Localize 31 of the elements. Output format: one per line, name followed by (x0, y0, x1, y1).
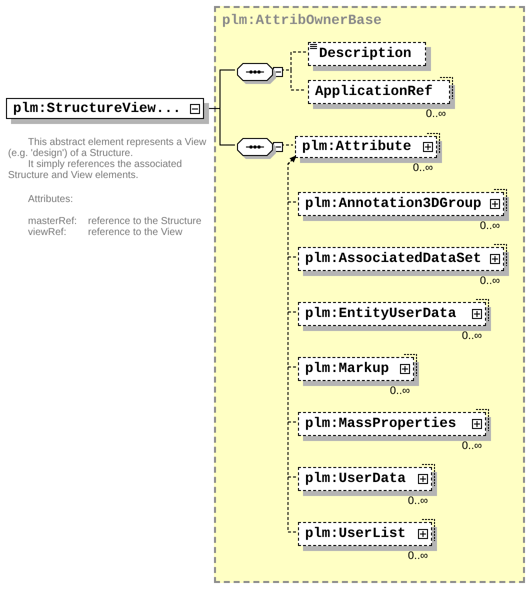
group-box (214, 6, 525, 583)
element-name: plm:UserData (305, 471, 406, 487)
element-name: plm:MassProperties (305, 416, 456, 432)
connector-line (280, 70, 306, 90)
multiplicity-label: 0..∞ (460, 330, 482, 342)
group-name: plm:AttribOwnerBase (222, 13, 382, 29)
description-text: It simply references the associated Structure and View elements. (8, 159, 183, 181)
element-name: plm:StructureView... (13, 100, 182, 116)
element-name: plm:EntityUserData (305, 306, 456, 322)
note-text: Attributes: (27, 194, 74, 205)
attribute-name: viewRef: (28, 227, 68, 238)
multiplicity-label: 0..∞ (406, 495, 428, 507)
multiplicity-label: 0..∞ (478, 275, 500, 287)
element-name: ApplicationRef (315, 84, 433, 100)
connector-line (280, 144, 294, 146)
multiplicity-label: 0..∞ (424, 108, 446, 120)
multiplicity-label: 0..∞ (460, 440, 482, 452)
element-name: plm:UserList (305, 526, 406, 542)
multiplicity-label: 0..∞ (406, 550, 428, 562)
element-name: plm:Annotation3DGroup (305, 196, 482, 212)
element-name: Description (319, 46, 412, 62)
attribute-description: reference to the View (88, 227, 182, 238)
description-text: This abstract element represents a View (e.g. 'design') of a Structure. (8, 137, 208, 159)
multiplicity-label: 0..∞ (388, 385, 410, 397)
multiplicity-label: 0..∞ (478, 220, 500, 232)
element-name: plm:AssociatedDataSet (305, 251, 482, 267)
element-name: plm:Markup (305, 361, 390, 377)
attribute-description: reference to the Structure (88, 216, 202, 227)
attribute-name: masterRef: (28, 216, 78, 227)
multiplicity-label: 0..∞ (412, 162, 433, 174)
element-name: plm:Attribute (302, 139, 412, 155)
